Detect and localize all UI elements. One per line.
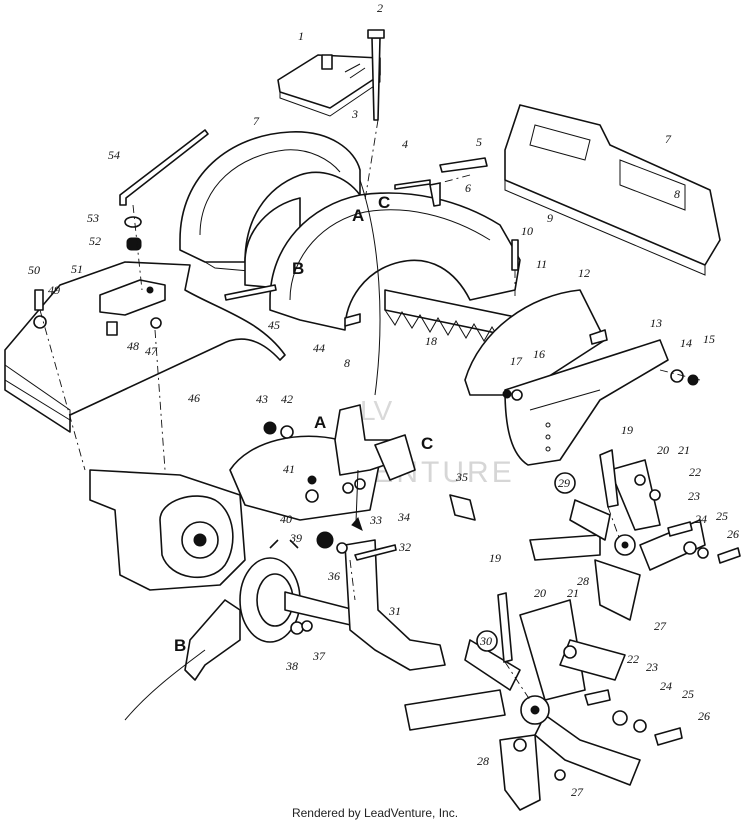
callout-15: 15 (703, 332, 715, 346)
callout-25-upper: 25 (716, 509, 728, 523)
cable (359, 179, 381, 396)
callout-20-lower: 20 (534, 586, 546, 600)
callout-7-right: 7 (665, 132, 672, 146)
callout-23-upper: 23 (688, 489, 700, 503)
callout-18: 18 (425, 334, 437, 348)
hardware (33, 29, 741, 781)
cable-arrow (351, 517, 363, 531)
part-rod (119, 129, 209, 206)
callout-1: 1 (298, 29, 304, 43)
watermark-logo: LV (360, 395, 392, 426)
callout-39: 39 (289, 531, 302, 545)
callout-26-upper: 26 (727, 527, 739, 541)
callout-28-upper: 28 (577, 574, 589, 588)
callout-47: 47 (145, 344, 158, 358)
callout-3: 3 (351, 107, 358, 121)
callout-36: 36 (327, 569, 340, 583)
part-tine-assembly-lower (404, 599, 641, 811)
part-center-shield (269, 192, 521, 331)
callout-12: 12 (578, 266, 590, 280)
callout-29: 29 (558, 476, 570, 490)
callout-19-upper: 19 (621, 423, 633, 437)
callout-48: 48 (127, 339, 139, 353)
callout-30-circle (476, 630, 498, 652)
callout-27-upper: 27 (654, 619, 667, 633)
callout-17: 17 (510, 354, 523, 368)
callout-7-left: 7 (253, 114, 260, 128)
part-side-shield-right (504, 104, 721, 276)
callout-52: 52 (89, 234, 101, 248)
callout-21-lower: 21 (567, 586, 579, 600)
callout-35: 35 (455, 470, 468, 484)
callout-40: 40 (280, 512, 292, 526)
callout-5: 5 (476, 135, 482, 149)
callout-33: 33 (369, 513, 382, 527)
callout-19-lower: 19 (489, 551, 501, 565)
callout-23-lower: 23 (646, 660, 658, 674)
letter-b-top: B (292, 259, 304, 278)
callout-45: 45 (268, 318, 280, 332)
callout-24-upper: 24 (695, 512, 707, 526)
letter-c-bottom: C (421, 434, 433, 453)
callout-49: 49 (48, 283, 60, 297)
callout-25-lower: 25 (682, 687, 694, 701)
part-cover-plate (277, 54, 381, 117)
callout-8-right: 8 (674, 187, 680, 201)
alignment-lines (39, 119, 701, 701)
footer-credit: Rendered by LeadVenture, Inc. (291, 806, 459, 820)
callout-10: 10 (521, 224, 533, 238)
callout-20-upper: 20 (657, 443, 669, 457)
callout-32: 32 (398, 540, 411, 554)
part-washer-53 (124, 216, 142, 228)
callout-11: 11 (536, 257, 547, 271)
callout-41: 41 (283, 462, 295, 476)
letter-b-bottom: B (174, 636, 186, 655)
callout-16: 16 (533, 347, 545, 361)
callout-42: 42 (281, 392, 293, 406)
callout-24-lower: 24 (660, 679, 672, 693)
letter-a-bottom: A (314, 413, 326, 432)
callout-6: 6 (465, 181, 471, 195)
part-clevis-c (374, 434, 416, 481)
callout-50: 50 (28, 263, 40, 277)
callout-31: 31 (388, 604, 401, 618)
part-depth-bar (344, 539, 446, 671)
callout-54: 54 (108, 148, 120, 162)
callout-43: 43 (256, 392, 268, 406)
connection-letters: A B C A B C (174, 193, 433, 655)
callout-53: 53 (87, 211, 99, 225)
callout-labels: 1 2 3 4 5 6 7 7 8 8 9 10 11 12 13 14 15 … (28, 1, 739, 799)
callout-22-upper: 22 (689, 465, 701, 479)
callout-22-lower: 22 (627, 652, 639, 666)
callout-2: 2 (377, 1, 383, 15)
callout-30: 30 (479, 634, 492, 648)
callout-14: 14 (680, 336, 692, 350)
callout-34: 34 (397, 510, 410, 524)
callout-9: 9 (547, 211, 553, 225)
part-depth-plate (504, 339, 669, 466)
callout-21-upper: 21 (678, 443, 690, 457)
callout-29-circle (554, 472, 576, 494)
callout-38: 38 (285, 659, 298, 673)
part-frame-housing (89, 435, 381, 591)
callout-27-lower: 27 (571, 785, 584, 799)
callout-51: 51 (71, 262, 83, 276)
part-tine-assembly-upper (529, 459, 706, 621)
callout-26-lower: 26 (698, 709, 710, 723)
part-hood (4, 261, 286, 433)
callout-28-lower: 28 (477, 754, 489, 768)
callout-13: 13 (650, 316, 662, 330)
letter-a-top: A (352, 206, 364, 225)
part-linkage-b (184, 599, 241, 681)
part-hood-bracket (99, 279, 166, 316)
callout-4: 4 (402, 137, 408, 151)
callout-44: 44 (313, 341, 325, 355)
callout-46: 46 (188, 391, 200, 405)
callout-37: 37 (312, 649, 326, 663)
part-knob (126, 237, 142, 251)
part-axle-hub (239, 557, 361, 643)
letter-c-top: C (378, 193, 390, 212)
callout-8-center: 8 (344, 356, 350, 370)
